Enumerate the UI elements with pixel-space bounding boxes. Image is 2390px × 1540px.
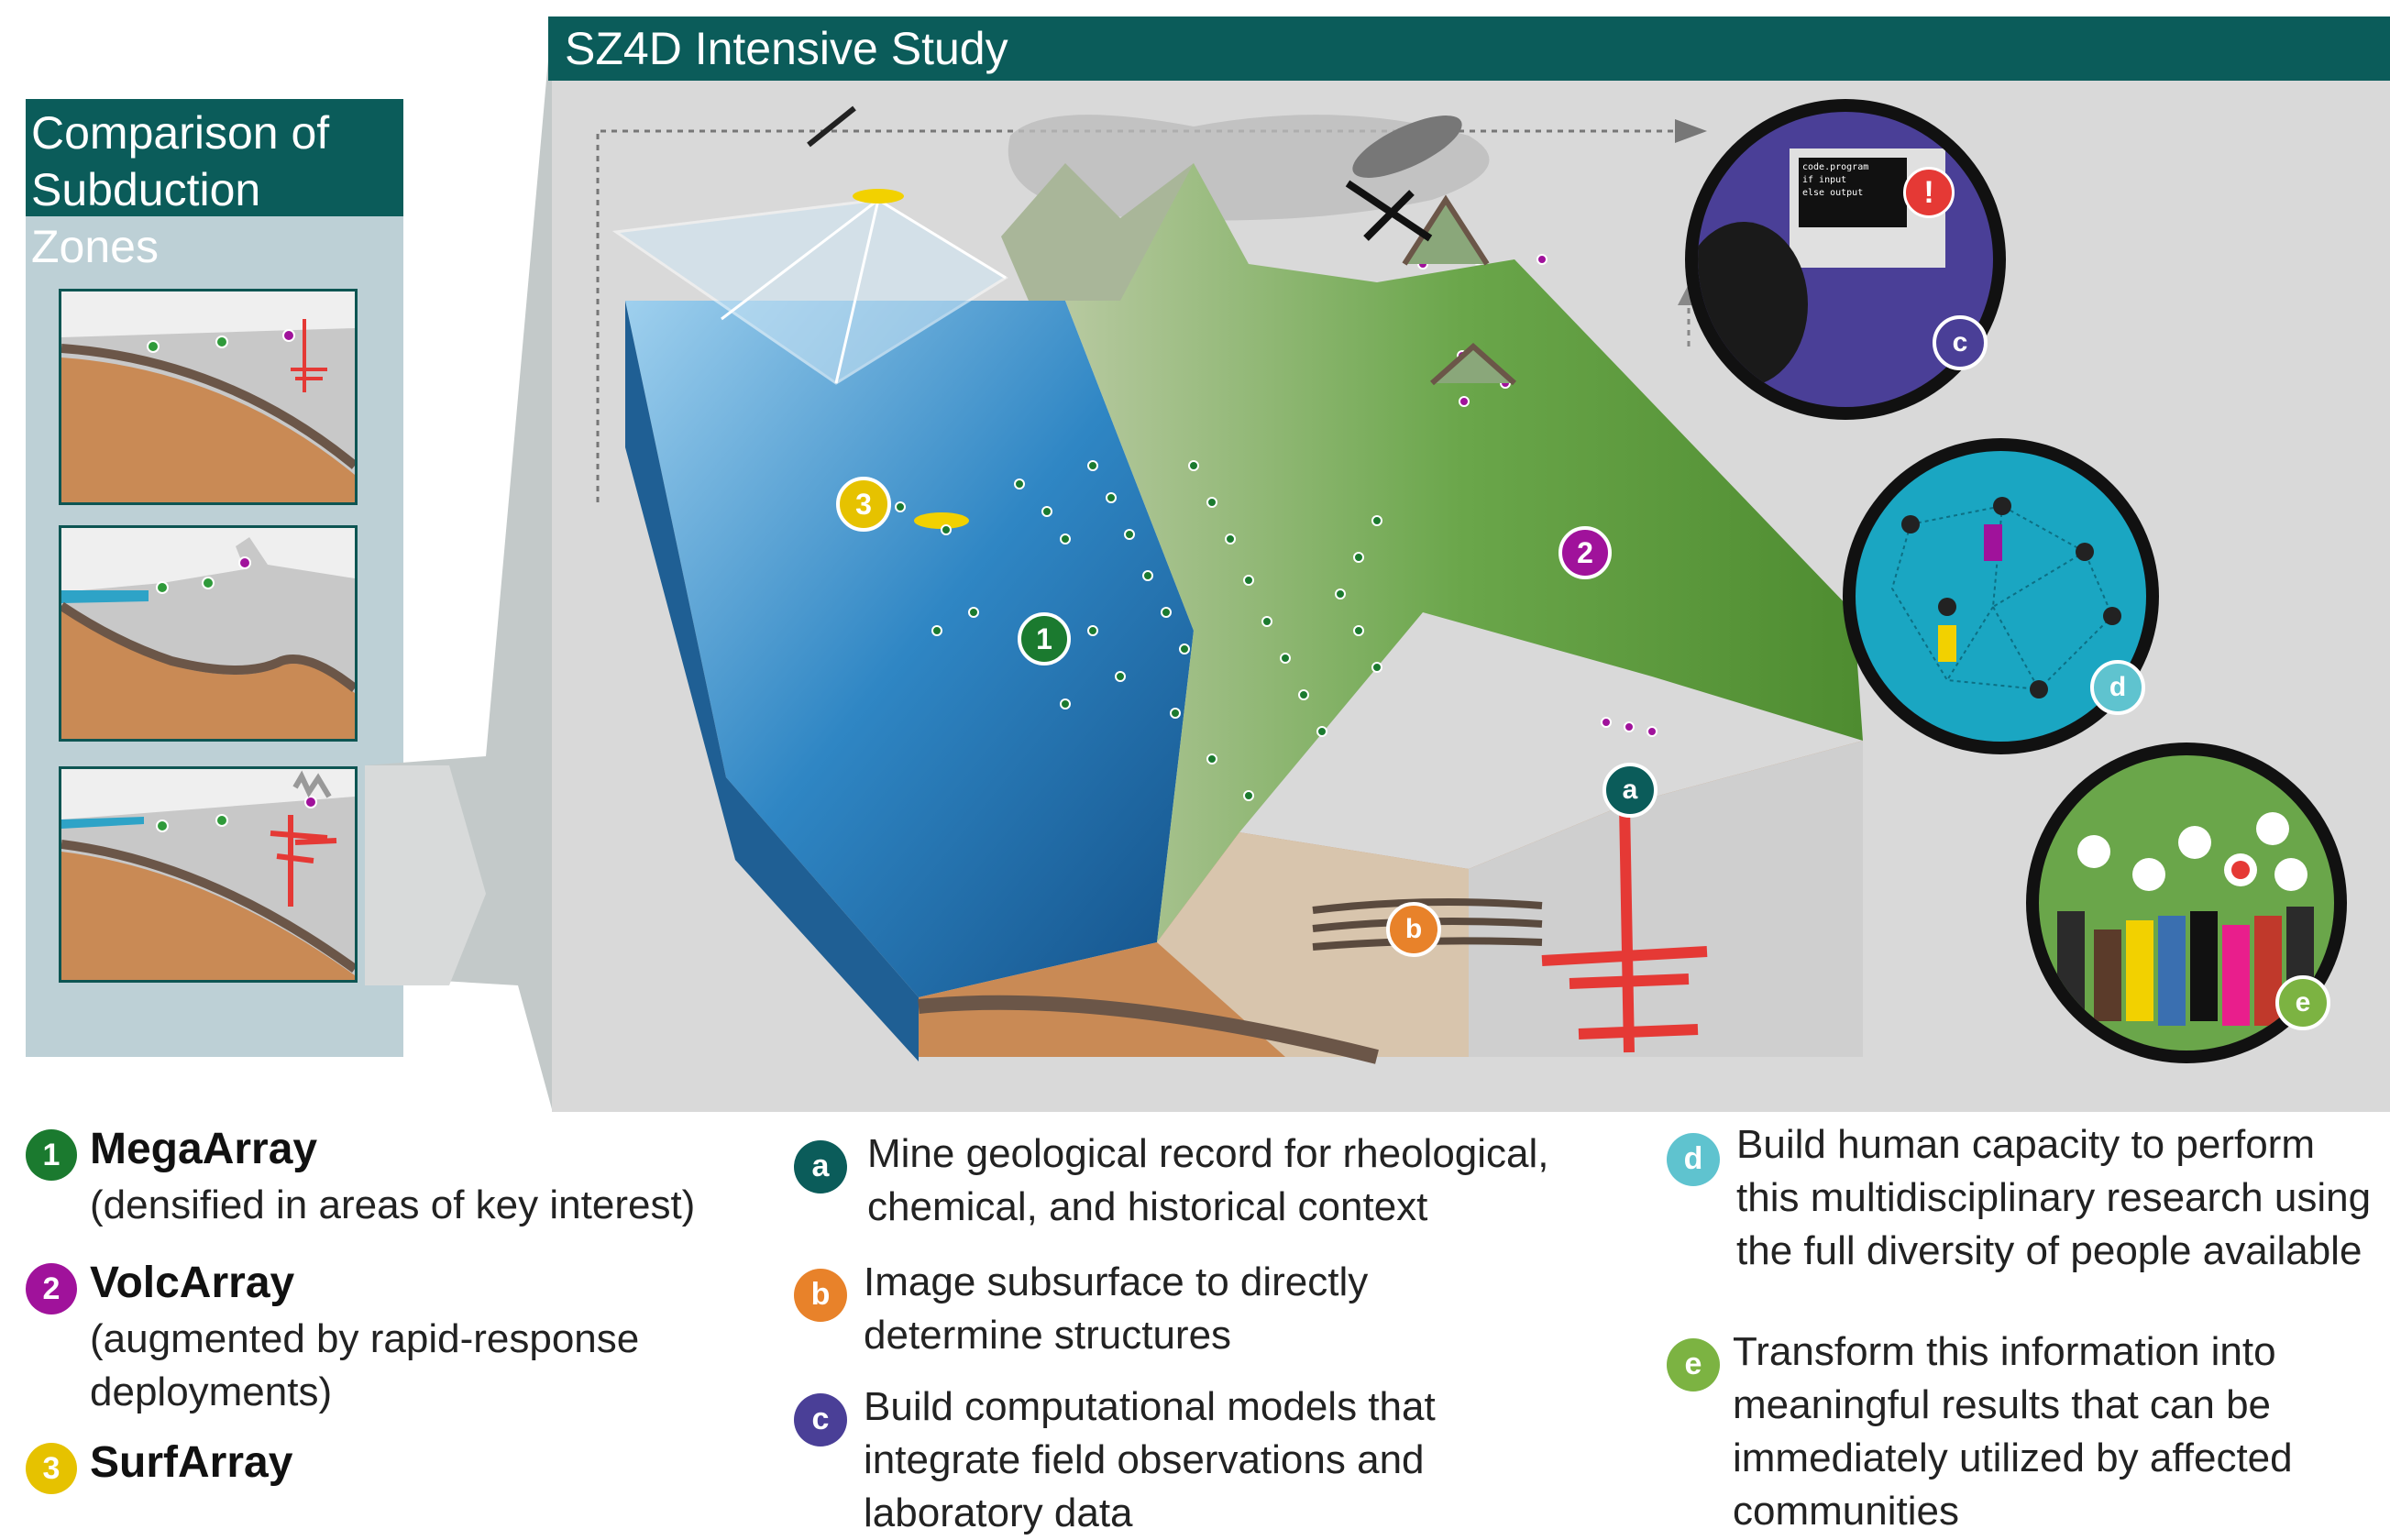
alert-icon: ! xyxy=(1903,167,1955,218)
legend-title-volcarray: VolcArray xyxy=(90,1259,295,1307)
subduction-zone-illustration-1 xyxy=(61,292,355,502)
subduction-zone-thumbnail-2[interactable] xyxy=(59,525,358,742)
map-badge-b[interactable]: b xyxy=(1386,902,1441,957)
legend-number-2: 2 xyxy=(26,1263,77,1314)
code-line-2: if input xyxy=(1802,175,1847,185)
scientist-head xyxy=(1698,222,1808,387)
map-badge-d[interactable]: d xyxy=(2090,660,2145,715)
subduction-zone-illustration-2 xyxy=(61,528,355,739)
subduction-zone-thumbnail-1[interactable] xyxy=(59,289,358,505)
subduction-zone-illustration-3 xyxy=(61,769,355,980)
map-badge-2[interactable]: 2 xyxy=(1558,526,1612,579)
legend-text-d: Build human capacity to perform this mul… xyxy=(1736,1122,2372,1273)
code-line-3: else output xyxy=(1802,188,1864,198)
block-diagram xyxy=(596,105,1863,1064)
legend-number-1: 1 xyxy=(26,1129,77,1181)
network-people-illustration xyxy=(1890,497,2121,698)
computational-models-inset[interactable]: code.program if input else output ! xyxy=(1685,99,2006,420)
map-badge-e[interactable]: e xyxy=(2275,975,2330,1030)
legend-badge-b: b xyxy=(794,1269,847,1322)
legend-text-b: Image subsurface to directly determine s… xyxy=(864,1260,1369,1358)
megaarray-stations xyxy=(849,460,1382,801)
intensive-study-header: SZ4D Intensive Study xyxy=(548,16,2390,81)
subduction-zone-thumbnail-3[interactable] xyxy=(59,766,358,983)
legend-title-megaarray: MegaArray xyxy=(90,1125,318,1173)
legend-text-e: Transform this information into meaningf… xyxy=(1733,1329,2293,1534)
legend-badge-d: d xyxy=(1667,1133,1720,1186)
legend-number-3: 3 xyxy=(26,1443,77,1494)
comparison-title: Comparison of Subduction Zones xyxy=(26,99,403,272)
legend-badge-c: c xyxy=(794,1393,847,1446)
map-badge-a[interactable]: a xyxy=(1603,763,1658,818)
legend-text-a: Mine geological record for rheological, … xyxy=(867,1131,1549,1229)
legend-badge-e: e xyxy=(1667,1338,1720,1392)
map-badge-3[interactable]: 3 xyxy=(836,477,891,532)
community-crowd-illustration xyxy=(2057,812,2314,1026)
legend-badge-a: a xyxy=(794,1140,847,1194)
zoom-connector xyxy=(365,18,552,1109)
satellite-icon xyxy=(1345,116,1462,242)
legend-text-megaarray: (densified in areas of key interest) xyxy=(90,1182,696,1227)
legend-text-c: Build computational models that integrat… xyxy=(864,1384,1436,1535)
code-line-1: code.program xyxy=(1802,162,1869,172)
map-badge-1[interactable]: 1 xyxy=(1018,612,1071,666)
legend-text-volcarray: (augmented by rapid-response deployments… xyxy=(90,1316,640,1414)
legend-title-surfarray: SurfArray xyxy=(90,1438,293,1487)
map-badge-c[interactable]: c xyxy=(1933,315,1988,370)
